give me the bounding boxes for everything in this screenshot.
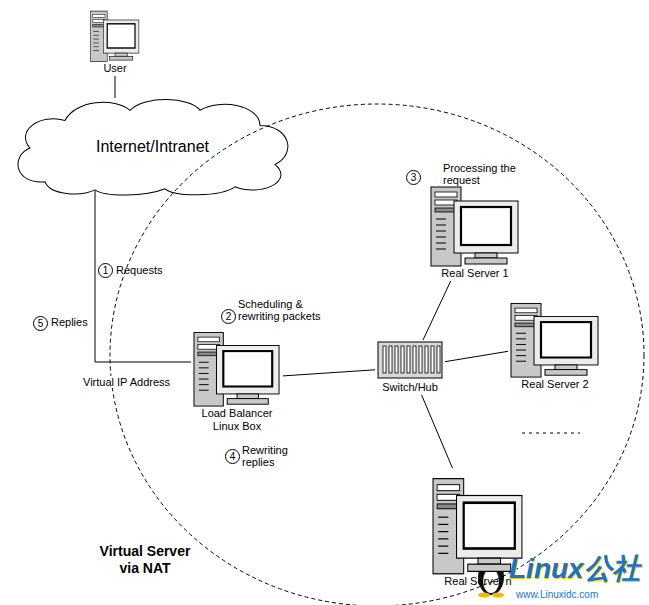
- step-label: Scheduling & rewriting packets: [238, 298, 330, 322]
- device-label: User: [103, 62, 126, 75]
- step-label: Processing the request: [443, 162, 523, 186]
- server-computer: Real Server 2: [508, 295, 602, 392]
- callout-number: 5: [33, 316, 48, 331]
- callout-number: 1: [98, 263, 113, 278]
- computer-icon: [510, 296, 600, 378]
- virtual-server-region: Virtual Server via NATReal Server 1Load …: [109, 103, 645, 605]
- callout-number: 3: [406, 170, 421, 185]
- client-computer: User: [88, 5, 142, 76]
- step-label: Replies: [51, 316, 88, 328]
- load-balancer: Load Balancer Linux Box: [191, 324, 283, 434]
- server-computer: Real Server 1: [428, 178, 522, 281]
- device-label: Switch/Hub: [382, 381, 438, 394]
- network-link: [445, 351, 508, 361]
- device-label: Real Server 1: [441, 267, 508, 280]
- network-link: [423, 281, 451, 340]
- network-link: [283, 370, 375, 376]
- network-link: [95, 191, 191, 362]
- switch-icon: [377, 341, 443, 381]
- computer-icon: [430, 179, 520, 267]
- callout-number: 2: [221, 309, 236, 324]
- address-label: Virtual IP Address: [82, 376, 171, 388]
- watermark-url: www.Linuxidc.com: [516, 589, 598, 601]
- cloud-label: Internet/Intranet: [96, 137, 209, 156]
- computer-icon: [90, 6, 140, 62]
- continuation-dots: [522, 433, 580, 434]
- watermark: Linux公社: [509, 553, 640, 585]
- device-label: Real Server 2: [521, 378, 588, 391]
- region-heading: Virtual Server via NAT: [93, 543, 197, 577]
- step-label: Requests: [116, 264, 162, 276]
- step-label: Rewriting replies: [242, 444, 297, 468]
- callout-number: 4: [225, 449, 240, 464]
- computer-icon: [193, 325, 281, 407]
- device-label: Load Balancer Linux Box: [195, 407, 280, 433]
- network-switch: Switch/Hub: [375, 340, 445, 395]
- network-link: [422, 395, 453, 468]
- network-link: [115, 76, 116, 98]
- network-cloud: Internet/Intranet: [5, 95, 300, 197]
- device-label: Real Server n: [444, 575, 511, 588]
